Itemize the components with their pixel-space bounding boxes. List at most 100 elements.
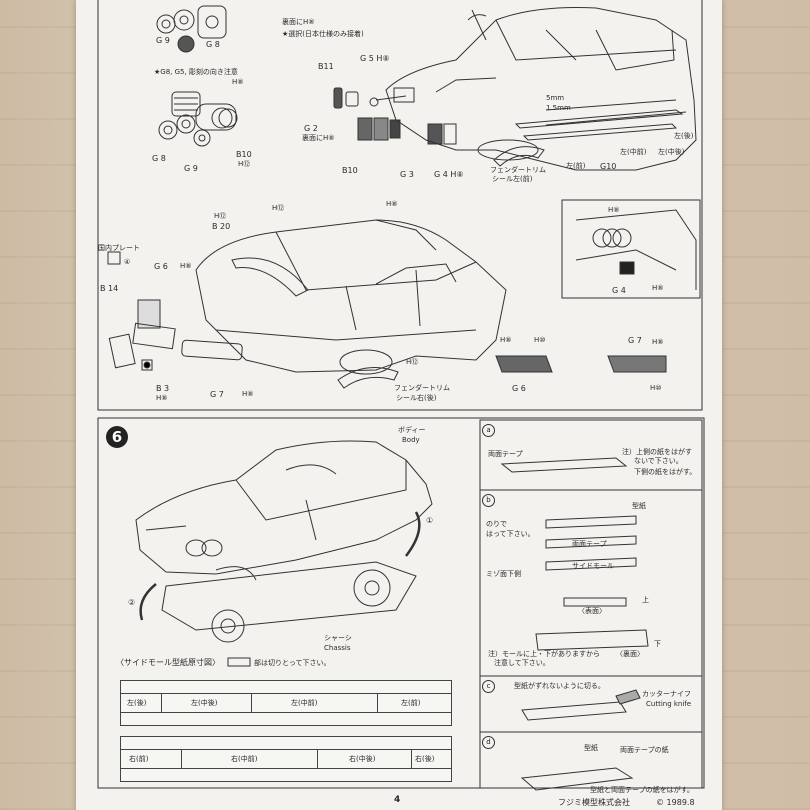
instruction-sheet: G 9 G 8 ★G8, G5, 彫刻の向き注意 H⑧ G 8 G 9 B10 … xyxy=(76,0,722,810)
right-strip-midfront: 右(中前) xyxy=(231,755,258,763)
dim-5mm: 5mm xyxy=(546,94,565,102)
label-circle-2: ② xyxy=(128,598,136,607)
wheel-parts-top xyxy=(156,5,227,53)
front-lamp-parts xyxy=(333,87,457,145)
right-molding-template: 右(前) 右(中前) 右(中後) 右(後) xyxy=(120,736,452,782)
molding-back-view xyxy=(535,629,649,651)
arrow-2 xyxy=(139,583,157,621)
tape-drawing-a xyxy=(500,457,628,473)
label-b10-top: B10 xyxy=(236,150,252,159)
panel-b-groove: ミゾ面下側 xyxy=(486,570,521,578)
panel-a-note3: 下側の紙をはがす。 xyxy=(634,468,697,476)
label-circle-1: ① xyxy=(426,516,434,525)
label-g5-h8: G 5 H⑧ xyxy=(360,54,390,63)
car-front-top xyxy=(385,7,697,171)
inset-front-lamps xyxy=(561,199,701,299)
label-h8-f: H⑧ xyxy=(242,390,254,398)
panel-d-letter: d xyxy=(482,736,495,749)
left-strip-front: 左(前) xyxy=(401,699,421,707)
panel-a-letter: a xyxy=(482,424,495,437)
label-body-en: Body xyxy=(402,436,420,444)
panel-b-molding: サイドモール xyxy=(572,562,614,570)
panel-d-tape-paper: 両面テープの紙 xyxy=(620,746,669,754)
note-g8g5: ★G8, G5, 彫刻の向き注意 xyxy=(154,68,238,76)
left-strip-rear: 左(後) xyxy=(127,699,147,707)
inset-lamp-drawing xyxy=(575,209,697,290)
label-left-midfront: 左(中前) xyxy=(620,148,647,156)
template-note: 部は切りとって下さい。 xyxy=(254,659,331,667)
label-h12-d: H⑫ xyxy=(406,358,419,366)
dim-15mm: 1.5mm xyxy=(546,104,571,112)
panel-a-note1: 注）上側の紙をはがす xyxy=(622,448,692,456)
panel-c-knife-jp: カッターナイフ xyxy=(642,690,691,698)
label-b14: B 14 xyxy=(100,284,119,293)
step6-car-body xyxy=(135,440,433,575)
label-h12-c: H⑫ xyxy=(272,204,285,212)
label-g10: G10 xyxy=(600,162,617,171)
page-number: 4 xyxy=(394,795,401,805)
label-g4-h8: G 4 H⑧ xyxy=(434,170,464,179)
right-strip-front: 右(前) xyxy=(129,755,149,763)
label-g7-a: G 7 xyxy=(210,390,224,399)
panel-b-note1: 注）モールに上・下がありますから xyxy=(488,650,600,658)
panel-d-frame xyxy=(479,731,703,789)
step5-frame xyxy=(97,0,703,411)
panel-b-up: 上 xyxy=(642,596,649,604)
fender-trim-right xyxy=(337,367,399,389)
panel-c-letter: c xyxy=(482,680,495,693)
step-number-6: 6 xyxy=(106,426,128,448)
note-select: ★選択(日本仕様のみ接着) xyxy=(282,30,364,38)
cut-drawing xyxy=(521,701,627,721)
label-g4-inset: G 4 xyxy=(612,286,626,295)
panel-b-tape: 両面テープ xyxy=(572,540,607,548)
tail-lamp-g6 xyxy=(495,355,553,373)
label-h8-c: H⑧ xyxy=(386,200,398,208)
left-molding-template: 左(後) 左(中後) 左(中前) 左(前) xyxy=(120,680,452,726)
right-strip-midrear: 右(中後) xyxy=(349,755,376,763)
rear-lamp-parts xyxy=(107,251,243,371)
label-b10: B10 xyxy=(342,166,358,175)
label-h8-g: H⑧ xyxy=(608,206,620,214)
cutting-knife-icon xyxy=(615,689,641,705)
footer-copyright: © 1989.8 xyxy=(656,798,695,807)
label-g6-b: G 6 xyxy=(512,384,526,393)
panel-c-knife-en: Cutting knife xyxy=(646,700,692,708)
peel-drawing xyxy=(520,767,634,791)
label-chassis-en: Chassis xyxy=(324,644,351,652)
label-plate-jp: 国内プレート xyxy=(98,244,140,252)
left-strip-midfront: 左(中前) xyxy=(291,699,318,707)
wheel-parts-mid xyxy=(158,91,238,147)
label-h8-j: H⑧ xyxy=(652,338,664,346)
note-g2: 裏面にH⑧ xyxy=(302,134,335,142)
label-chassis-jp: シャーシ xyxy=(324,634,352,642)
label-left-midrear: 左(中後) xyxy=(658,148,685,156)
arrow-1 xyxy=(405,511,421,557)
panel-b-glue1: のりで xyxy=(486,520,507,528)
panel-a-tape: 両面テープ xyxy=(488,450,523,458)
panel-d-note: 型紙と両面テープの紙をはがす。 xyxy=(590,786,694,794)
label-h8-h: H⑧ xyxy=(652,284,664,292)
footer-company: フジミ模型株式会社 xyxy=(558,798,630,807)
label-h8-e: H⑧ xyxy=(156,394,168,402)
label-plate-num: ④ xyxy=(124,258,131,266)
label-b20: B 20 xyxy=(212,222,231,231)
right-strip-rear: 右(後) xyxy=(415,755,435,763)
label-g7-b: G 7 xyxy=(628,336,642,345)
panel-a-note2: ないで下さい。 xyxy=(634,457,683,465)
panel-b-front: 〈表面〉 xyxy=(578,607,606,615)
fender-trim-left-2: シール左(前) xyxy=(492,175,533,183)
label-g2: G 2 xyxy=(304,124,318,133)
fender-trim-left xyxy=(493,146,545,167)
step6-chassis xyxy=(161,561,417,643)
label-h10-a: H⑩ xyxy=(534,336,546,344)
label-b11: B11 xyxy=(318,62,334,71)
step6-frame xyxy=(97,417,705,789)
left-strip-midrear: 左(中後) xyxy=(191,699,218,707)
fender-trim-right-1: フェンダートリム xyxy=(394,384,450,392)
label-g3: G 3 xyxy=(400,170,414,179)
panel-b-glue2: はって下さい。 xyxy=(486,530,535,538)
fender-trim-right-2: シール右(後) xyxy=(396,394,437,402)
note-back-h8: 裏面にH⑧ xyxy=(282,18,315,26)
label-left-front: 左(前) xyxy=(566,162,586,170)
panel-b-down: 下 xyxy=(654,640,661,648)
